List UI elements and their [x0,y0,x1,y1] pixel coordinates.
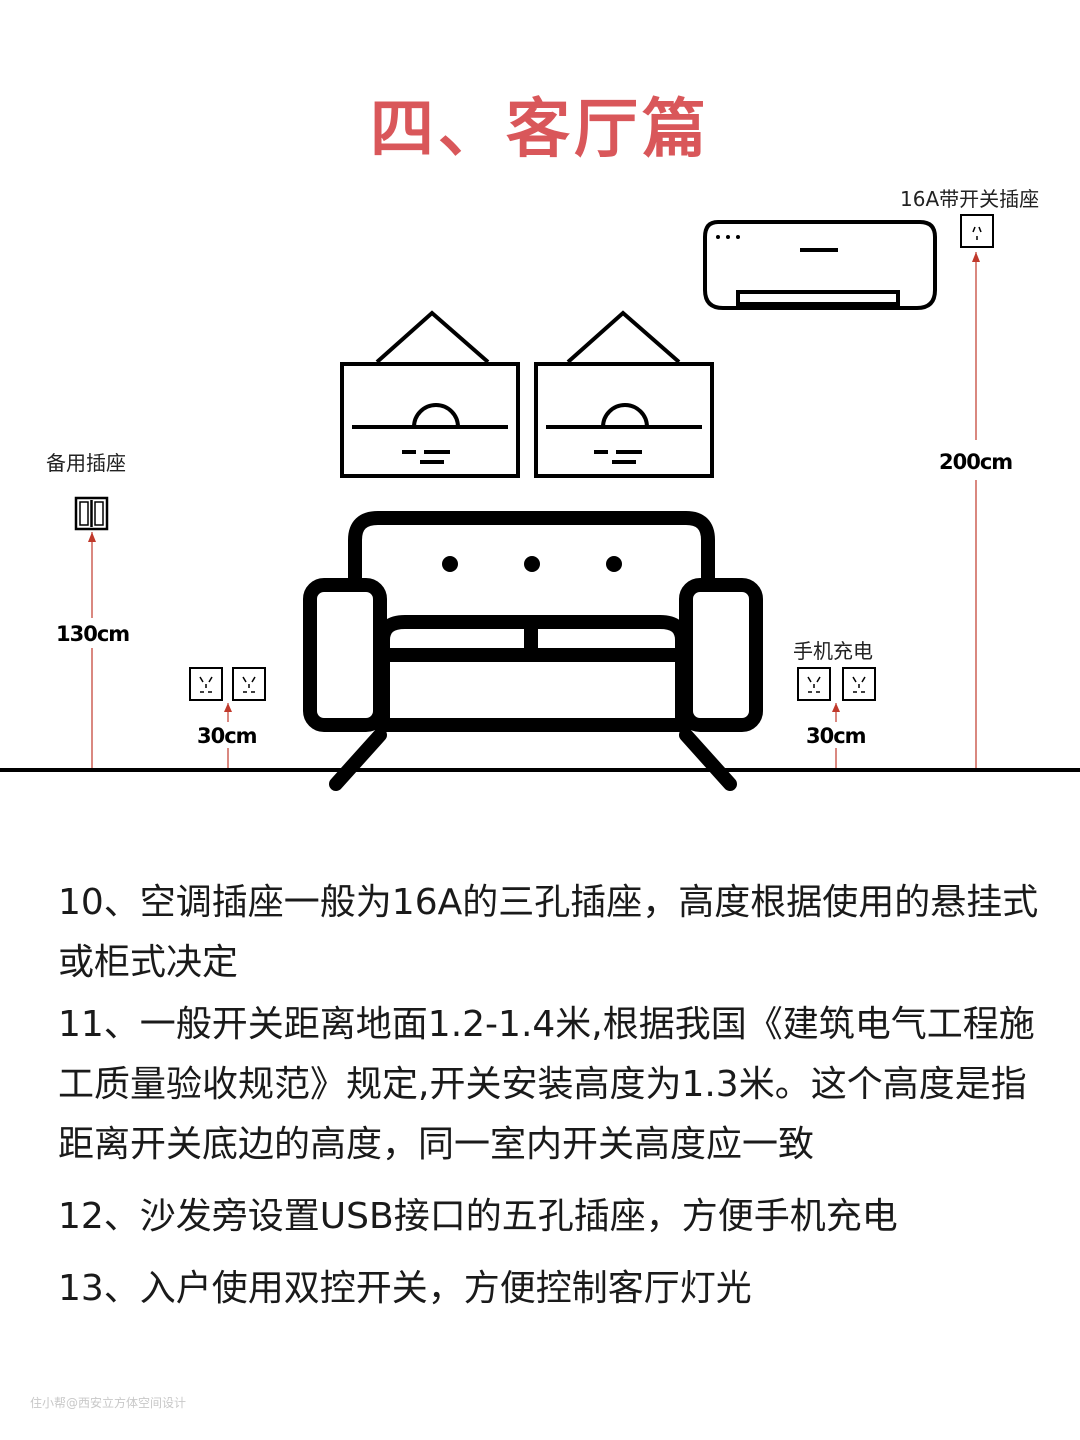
note-10: 10、空调插座一般为16A的三孔插座，高度根据使用的悬挂式或柜式决定 [58,882,1039,983]
spare-height-dimension [88,532,96,768]
ac-socket-label: 16A带开关插座 [900,187,1039,211]
air-conditioner-icon [703,220,937,310]
notes-list: 10、空调插座一般为16A的三孔插座，高度根据使用的悬挂式或柜式决定 11、一般… [58,873,1048,1331]
right-socket-height-label: 30cm [806,724,866,748]
sofa-icon [303,511,763,791]
ac-height-dimension [972,252,980,768]
sofa-buttons [442,556,622,572]
watermark: 住小帮@西安立方体空间设计 [30,1396,187,1410]
spare-height-label: 130cm [56,622,129,646]
note-13: 13、入户使用双控开关，方便控制客厅灯光 [58,1268,752,1309]
picture-frame-right-icon [534,310,714,478]
page-title: 四、客厅篇 [370,93,710,167]
left-socket-height-label: 30cm [197,724,257,748]
spare-switch-icon [74,496,109,531]
right-socket-height-dimension [832,703,840,768]
living-room-diagram: 16A带开关插座 200cm [0,187,1080,791]
note-11: 11、一般开关距离地面1.2-1.4米,根据我国《建筑电气工程施工质量验收规范》… [58,1004,1035,1165]
left-socket-pair-icon [189,667,266,701]
ac-height-label: 200cm [939,450,1012,474]
phone-charging-label: 手机充电 [793,639,873,663]
spare-socket-label: 备用插座 [46,451,126,475]
picture-frame-left-icon [340,310,520,478]
left-socket-height-dimension [224,703,232,768]
right-socket-pair-icon [797,667,876,701]
note-12: 12、沙发旁设置USB接口的五孔插座，方便手机充电 [58,1196,898,1237]
ac-socket-icon [960,214,994,248]
